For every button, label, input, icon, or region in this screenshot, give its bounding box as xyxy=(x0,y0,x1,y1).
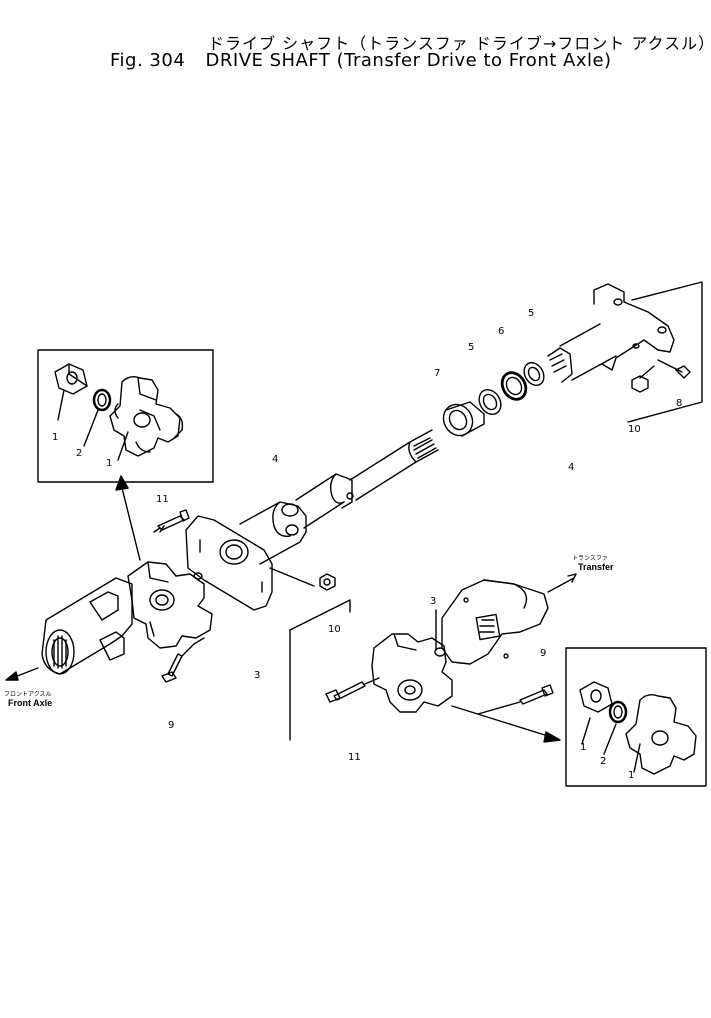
callout-10-right: 10 xyxy=(628,424,641,435)
transfer-label: Transfer xyxy=(578,562,614,572)
bolt-9-right xyxy=(477,684,554,715)
callout-11-lower: 11 xyxy=(348,752,361,763)
front-axle-label: Front Axle xyxy=(8,698,52,708)
callout-inset-right-1a: 1 xyxy=(580,742,586,753)
pointer-arrow-right xyxy=(451,705,561,743)
callout-4-tube: 4 xyxy=(272,454,278,465)
callout-inset-left-1b: 1 xyxy=(106,458,112,469)
arrow-front-axle xyxy=(5,667,39,681)
figure-title: Fig. 304 DRIVE SHAFT (Transfer Drive to … xyxy=(110,50,626,71)
bolt-11-upper xyxy=(153,509,190,533)
callout-9-transfer: 9 xyxy=(540,648,546,659)
figure-number: Fig. 304 xyxy=(110,50,186,71)
front-yoke xyxy=(41,577,133,675)
splined-shaft xyxy=(349,429,439,501)
callout-3-main: 3 xyxy=(254,670,260,681)
callout-inset-left-1a: 1 xyxy=(52,432,58,443)
leader-lines-lower xyxy=(289,599,437,741)
callout-5a: 5 xyxy=(468,342,474,353)
front-axle-label-jp: フロントアクスル xyxy=(4,691,52,698)
callout-10-main: 10 xyxy=(328,624,341,635)
callout-6: 6 xyxy=(498,326,504,337)
tube-shaft xyxy=(239,473,354,565)
callout-5b: 5 xyxy=(528,308,534,319)
callout-4-sleeve: 4 xyxy=(568,462,574,473)
nut-bolt-8-10 xyxy=(631,359,691,393)
callout-11-upper: 11 xyxy=(156,494,169,505)
slip-yoke-sleeve xyxy=(547,283,675,383)
nut-10-main xyxy=(269,567,336,591)
callout-inset-right-2: 2 xyxy=(600,756,606,767)
callout-inset-left-2: 2 xyxy=(76,448,82,459)
flange-yoke xyxy=(185,515,273,611)
right-bracket-box xyxy=(627,281,703,423)
transfer-spider-joint xyxy=(371,633,453,713)
callout-9-main: 9 xyxy=(168,720,174,731)
inset-right-universal-joint xyxy=(565,647,707,787)
callout-7: 7 xyxy=(434,368,440,379)
inset-left-universal-joint xyxy=(37,349,214,483)
title-japanese: ドライブ シャフト（トランスファ ドライブ→フロント アクスル） xyxy=(208,34,711,53)
bolt-9-lower xyxy=(161,637,205,683)
bearing-7 xyxy=(442,401,485,437)
pointer-arrow-left xyxy=(115,475,141,561)
bolt-11-lower xyxy=(325,677,380,703)
callout-3-transfer: 3 xyxy=(430,596,436,607)
main-spider-joint xyxy=(127,561,213,649)
transfer-companion-flange xyxy=(441,573,577,665)
callout-inset-right-1b: 1 xyxy=(628,770,634,781)
callout-8: 8 xyxy=(676,398,682,409)
figure-title-english: DRIVE SHAFT (Transfer Drive to Front Axl… xyxy=(205,50,612,71)
transfer-label-jp: トランスファ xyxy=(572,555,608,562)
washers-5-6-5 xyxy=(478,361,545,416)
